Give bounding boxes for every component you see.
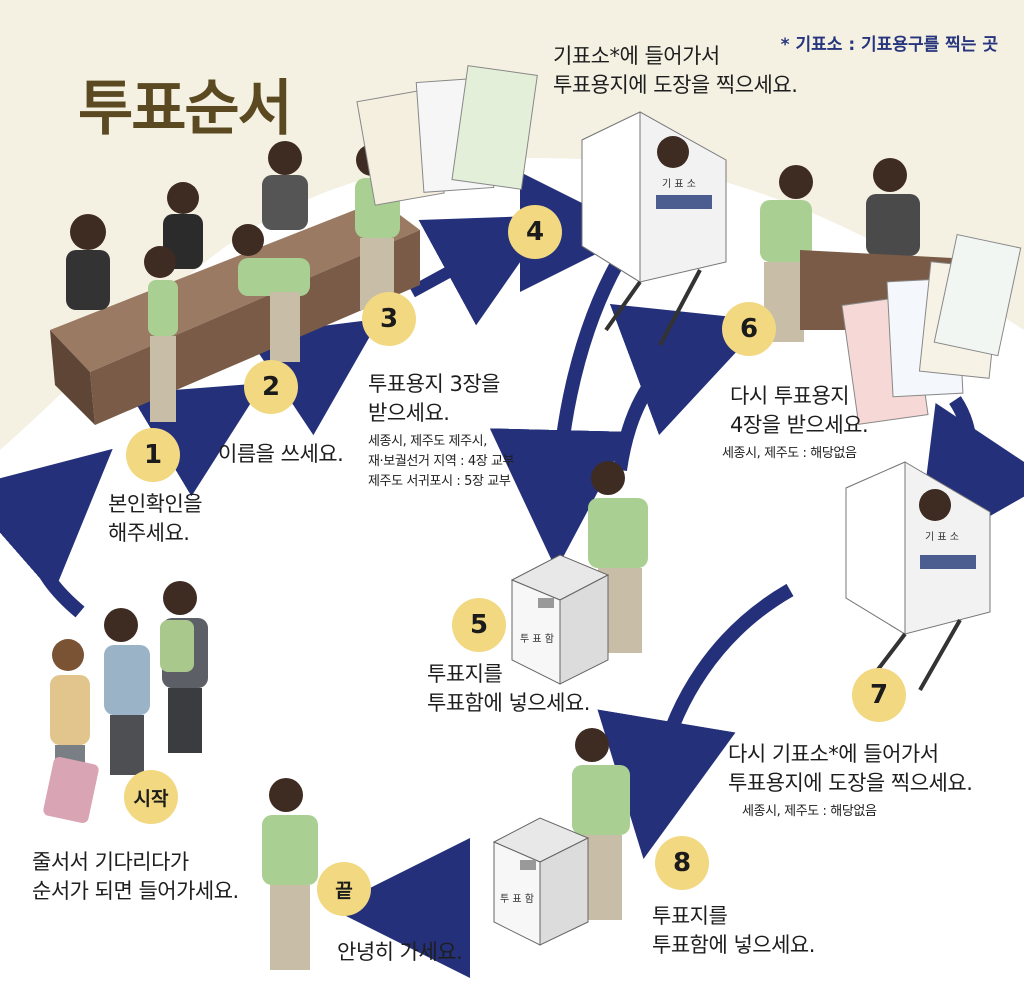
ballot-box-step-5 <box>510 554 610 685</box>
voter-at-step-2 <box>232 224 310 362</box>
page-title: 투표순서 <box>78 74 293 144</box>
queue-person-woman <box>50 639 90 775</box>
step-5-text: 투표지를 투표함에 넣으세요. <box>427 662 590 715</box>
badge-step-1: 1 <box>126 428 180 482</box>
step-6-text: 다시 투표용지 4장을 받으세요. <box>730 384 869 437</box>
step-8-text: 투표지를 투표함에 넣으세요. <box>652 904 815 957</box>
ballot-papers-step-6 <box>841 233 1022 425</box>
step-2-text: 이름을 쓰세요. <box>218 442 344 466</box>
step-end-text: 안녕히 가세요. <box>337 940 463 964</box>
queue-person-backpack <box>160 581 208 753</box>
box-label-8: 투 표 함 <box>500 894 534 905</box>
badge-start: 시작 <box>124 770 178 824</box>
ballot-box-step-8 <box>492 817 590 946</box>
arrow-2-to-3 <box>246 318 380 436</box>
badge-step-7: 7 <box>852 668 906 722</box>
step-6-subtext: 세종시, 제주도 : 해당없음 <box>722 446 857 461</box>
badge-step-2: 2 <box>244 360 298 414</box>
staff-1 <box>66 214 110 310</box>
step-1-text: 본인확인을 해주세요. <box>108 492 203 545</box>
badge-step-3: 3 <box>362 292 416 346</box>
badge-end: 끝 <box>317 862 371 916</box>
badge-step-6: 6 <box>722 302 776 356</box>
step-7-subtext: 세종시, 제주도 : 해당없음 <box>742 804 877 819</box>
arrow-5-to-6 <box>609 304 766 471</box>
staff-step-6 <box>866 158 920 256</box>
box-label-5: 투 표 함 <box>520 634 554 645</box>
voter-leaving <box>262 778 318 970</box>
arrow-3-to-4 <box>409 215 553 326</box>
arrow-1-to-2 <box>129 383 264 497</box>
queue-person-man <box>104 608 150 775</box>
step-3-text: 투표용지 3장을 받으세요. <box>368 372 500 425</box>
arrow-start-to-1 <box>0 448 113 618</box>
step-3-subtext: 세종시, 제주도 제주시, 재·보궐선거 지역 : 4장 교부 제주도 서귀포시… <box>368 434 515 489</box>
arrow-6-to-7 <box>916 396 1024 559</box>
flow-arrows <box>0 172 1024 978</box>
booth-label-4: 기 표 소 <box>662 179 696 190</box>
badge-step-8: 8 <box>655 836 709 890</box>
badge-step-4: 4 <box>508 205 562 259</box>
arrow-booth-to-5 <box>489 258 630 570</box>
arrow-7-to-8 <box>597 583 794 860</box>
voting-booth-step-4 <box>581 111 727 346</box>
voter-at-step-1 <box>144 246 178 422</box>
booth-footnote: * 기표소 : 기표용구를 찍는 곳 <box>780 35 998 55</box>
staff-3 <box>262 141 308 230</box>
voting-booth-step-7 <box>845 461 991 691</box>
step-4-text: 기표소*에 들어가서 투표용지에 도장을 찍으세요. <box>553 44 798 97</box>
booth-label-7: 기 표 소 <box>925 532 959 543</box>
ballot-papers-step-3 <box>356 65 538 206</box>
suitcase <box>43 756 99 824</box>
step-7-text: 다시 기표소*에 들어가서 투표용지에 도장을 찍으세요. <box>728 742 973 795</box>
badge-step-5: 5 <box>452 598 506 652</box>
step-start-text: 줄서서 기다리다가 순서가 되면 들어가세요. <box>32 850 239 903</box>
